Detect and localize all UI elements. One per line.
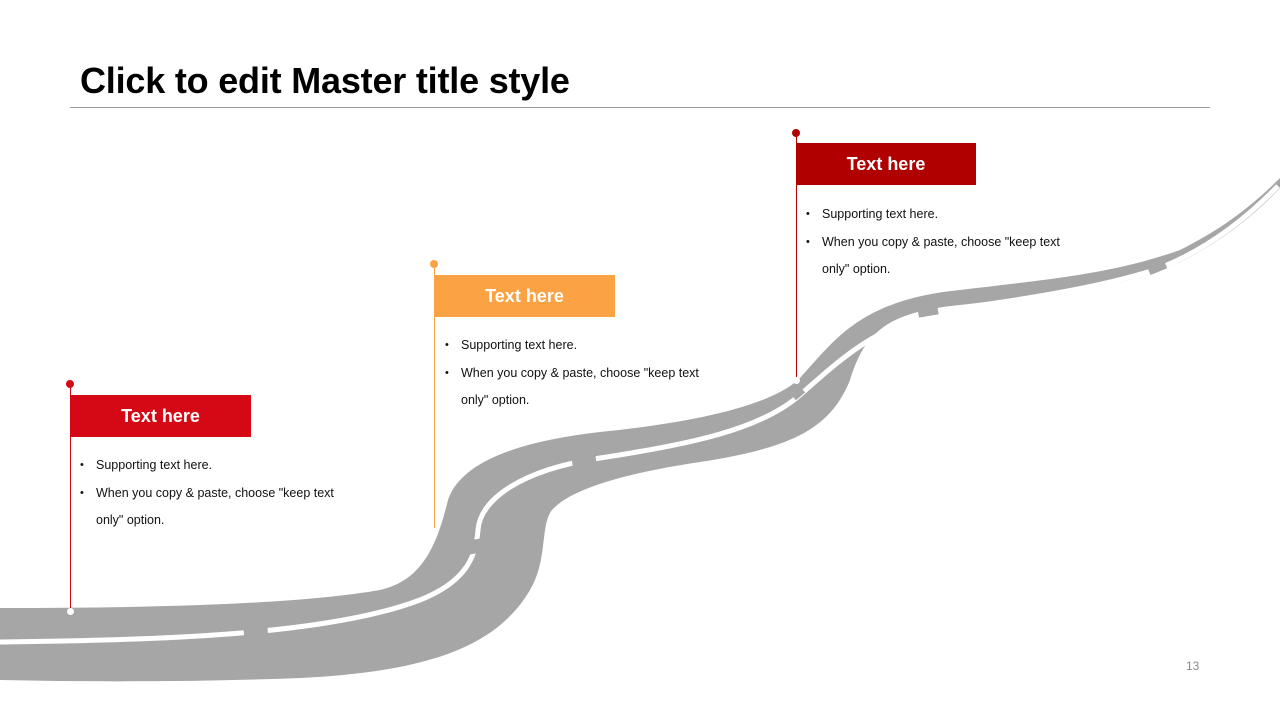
milestone-2-pole bbox=[434, 268, 435, 530]
slide-title: Click to edit Master title style bbox=[80, 60, 570, 101]
milestone-3-flag: Text here bbox=[796, 143, 976, 185]
milestone-2-pin-icon bbox=[430, 260, 438, 268]
title-divider bbox=[70, 107, 1210, 108]
road-lane-dashes bbox=[243, 258, 1168, 645]
milestone-1-flag: Text here bbox=[70, 395, 251, 437]
milestone-3-bullet-1: Supporting text here. bbox=[804, 201, 1094, 229]
milestone-3-pole bbox=[796, 136, 797, 380]
milestone-3-bullet-2: When you copy & paste, choose "keep text… bbox=[804, 229, 1082, 284]
milestone-3-road-marker bbox=[793, 377, 800, 384]
milestone-1-bullet-1: Supporting text here. bbox=[78, 452, 368, 480]
milestone-1-label: Text here bbox=[121, 405, 200, 426]
road-lane-divider bbox=[0, 184, 1280, 645]
road-surface bbox=[0, 178, 1280, 682]
milestone-2-bullet-2: When you copy & paste, choose "keep text… bbox=[443, 360, 721, 415]
milestone-1-pin-icon bbox=[66, 380, 74, 388]
milestone-2-bullets: Supporting text here. When you copy & pa… bbox=[443, 332, 723, 415]
milestone-3-bullets: Supporting text here. When you copy & pa… bbox=[804, 201, 1094, 284]
milestone-1-bullet-2: When you copy & paste, choose "keep text… bbox=[78, 480, 356, 535]
milestone-3-label: Text here bbox=[846, 153, 926, 174]
milestone-2-flag: Text here bbox=[434, 275, 615, 317]
milestone-2-road-marker bbox=[431, 528, 438, 535]
milestone-3-pin-icon bbox=[792, 129, 800, 137]
milestone-1-road-marker bbox=[67, 608, 74, 615]
milestone-1-pole bbox=[70, 388, 71, 610]
milestone-1-bullets: Supporting text here. When you copy & pa… bbox=[78, 452, 368, 535]
milestone-2-label: Text here bbox=[485, 285, 564, 306]
milestone-2-bullet-1: Supporting text here. bbox=[443, 332, 723, 360]
slide-number: 13 bbox=[1186, 659, 1200, 673]
